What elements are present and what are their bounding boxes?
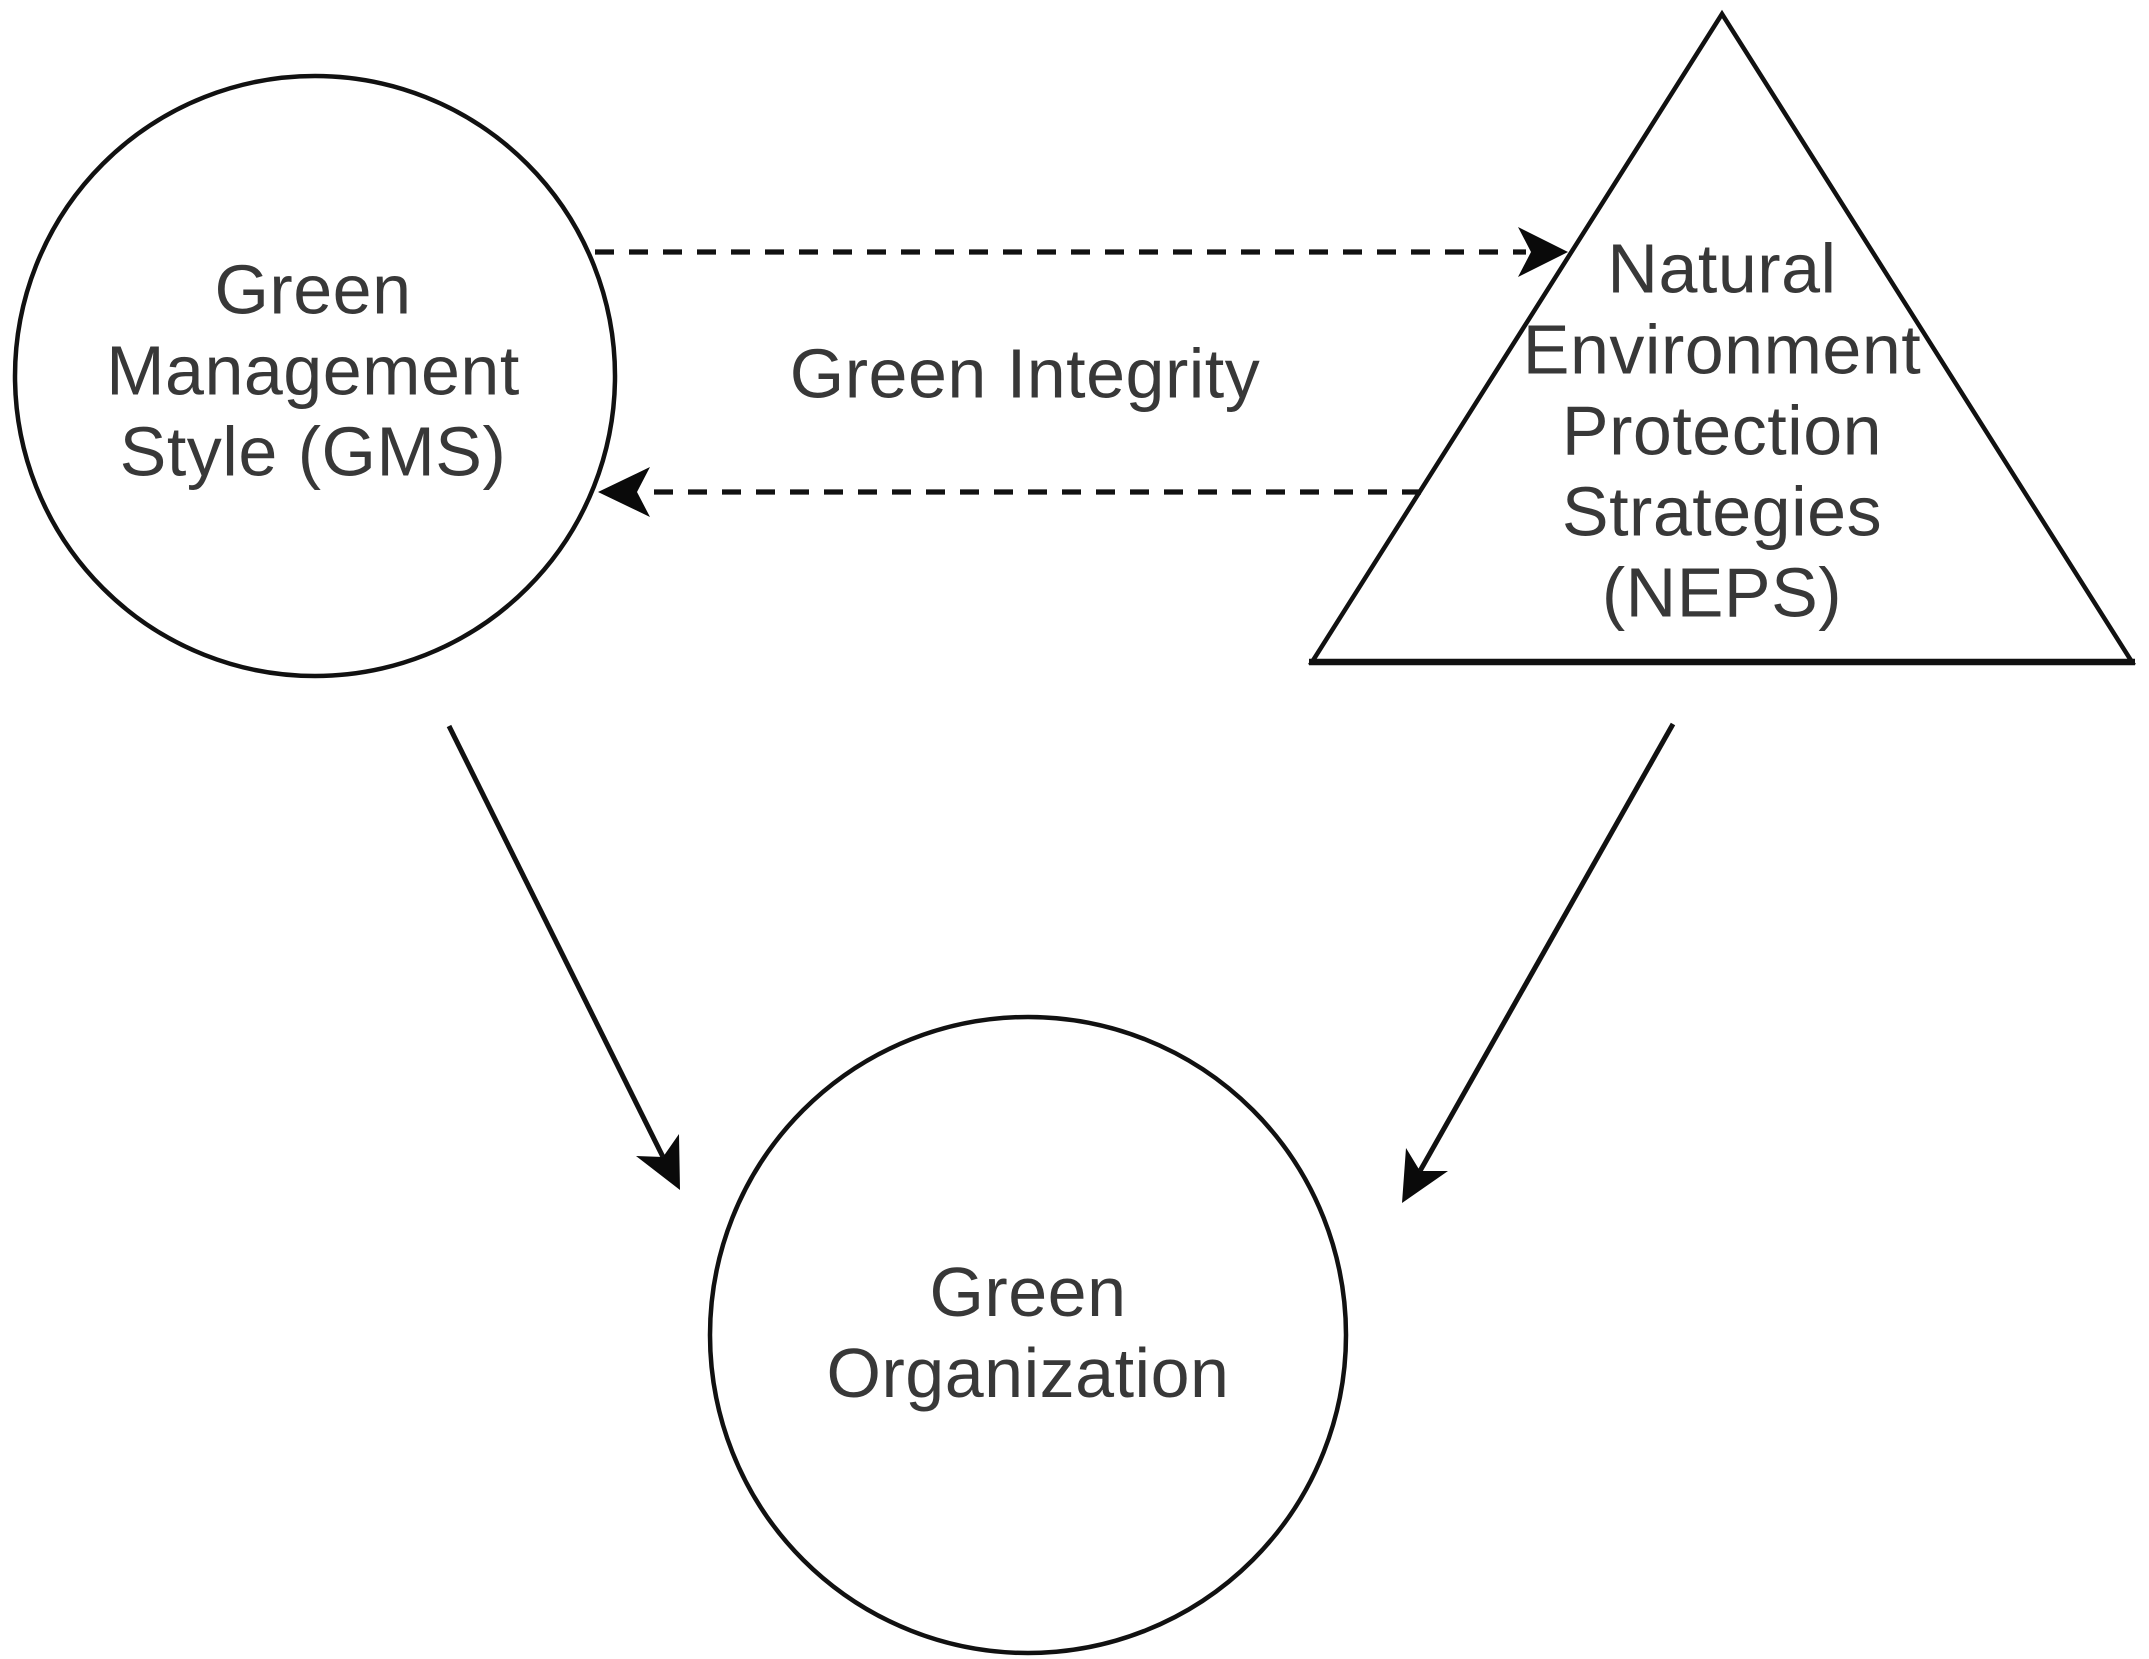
solid-arrow-gms-to-organization-arrowhead-icon	[636, 1134, 680, 1190]
solid-arrow-neps-to-organization-line	[1417, 722, 1676, 1173]
organization-circle-shape	[707, 1014, 1349, 1656]
gms-circle-shape	[12, 73, 618, 679]
gms-node-label: Green Management Style (GMS)	[106, 250, 520, 491]
organization-node-label: Green Organization	[826, 1253, 1230, 1412]
solid-arrow-neps-to-organization	[1402, 722, 1676, 1203]
solid-arrow-neps-to-organization-arrowhead-icon	[1402, 1148, 1448, 1203]
solid-arrow-gms-to-organization	[446, 724, 680, 1190]
dashed-arrow-gms-to-neps-arrowhead-icon	[1518, 227, 1568, 277]
dashed-arrow-neps-to-gms	[598, 467, 1421, 517]
dashed-arrow-neps-to-gms-arrowhead-icon	[598, 467, 650, 517]
solid-arrow-gms-to-organization-line	[446, 724, 666, 1159]
green-integrity-edge-label: Green Integrity	[789, 334, 1261, 413]
dashed-arrow-gms-to-neps	[595, 227, 1568, 277]
neps-node-label: Natural Environment Protection Strategie…	[1522, 229, 1922, 632]
